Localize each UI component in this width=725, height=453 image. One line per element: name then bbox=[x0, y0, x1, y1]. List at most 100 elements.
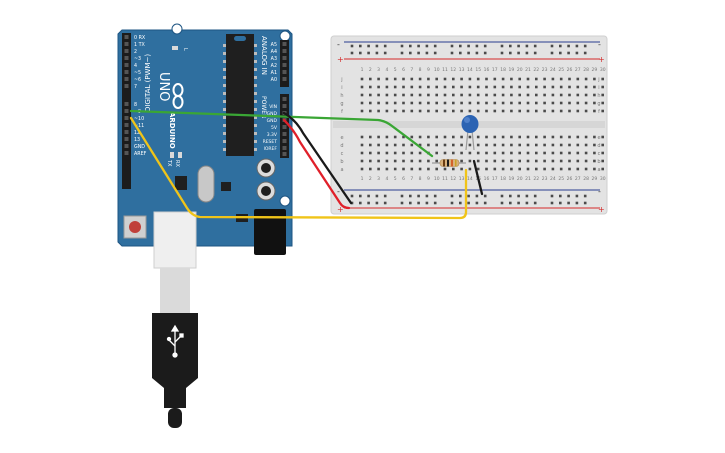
breadboard-hole[interactable] bbox=[435, 143, 438, 147]
breadboard-hole[interactable] bbox=[460, 135, 463, 139]
header-socket[interactable] bbox=[282, 63, 287, 67]
breadboard-hole[interactable] bbox=[427, 85, 430, 89]
rail-hole[interactable] bbox=[417, 44, 420, 48]
breadboard-hole[interactable] bbox=[518, 159, 521, 163]
rail-hole[interactable] bbox=[433, 44, 437, 48]
breadboard-hole[interactable] bbox=[427, 135, 430, 139]
breadboard-hole[interactable] bbox=[485, 77, 488, 81]
rail-hole[interactable] bbox=[433, 194, 437, 198]
rail-hole[interactable] bbox=[467, 194, 470, 198]
rail-hole[interactable] bbox=[359, 194, 362, 198]
rail-hole[interactable] bbox=[417, 194, 420, 198]
rail-hole[interactable] bbox=[459, 44, 462, 48]
breadboard-hole[interactable] bbox=[402, 77, 405, 81]
breadboard-hole[interactable] bbox=[393, 109, 397, 113]
header-socket[interactable] bbox=[282, 104, 287, 108]
breadboard-hole[interactable] bbox=[452, 101, 455, 105]
breadboard-hole[interactable] bbox=[593, 77, 596, 81]
breadboard-hole[interactable] bbox=[576, 85, 580, 89]
breadboard-hole[interactable] bbox=[418, 85, 422, 89]
breadboard-hole[interactable] bbox=[418, 135, 422, 139]
breadboard-hole[interactable] bbox=[452, 109, 455, 113]
breadboard-hole[interactable] bbox=[452, 77, 455, 81]
breadboard-hole[interactable] bbox=[476, 143, 480, 147]
breadboard-hole[interactable] bbox=[476, 151, 480, 155]
breadboard-hole[interactable] bbox=[385, 109, 389, 113]
breadboard-hole[interactable] bbox=[584, 159, 588, 163]
rail-hole[interactable] bbox=[500, 194, 504, 198]
breadboard-hole[interactable] bbox=[593, 151, 596, 155]
rail-hole[interactable] bbox=[583, 44, 587, 48]
breadboard-hole[interactable] bbox=[476, 101, 480, 105]
breadboard-hole[interactable] bbox=[584, 93, 588, 97]
breadboard-hole[interactable] bbox=[584, 109, 588, 113]
breadboard-hole[interactable] bbox=[369, 167, 372, 171]
breadboard-hole[interactable] bbox=[410, 93, 414, 97]
breadboard-hole[interactable] bbox=[601, 167, 604, 171]
breadboard-hole[interactable] bbox=[418, 109, 422, 113]
breadboard-hole[interactable] bbox=[601, 135, 604, 139]
breadboard-hole[interactable] bbox=[518, 101, 521, 105]
breadboard-hole[interactable] bbox=[377, 159, 380, 163]
breadboard-hole[interactable] bbox=[476, 135, 480, 139]
breadboard-hole[interactable] bbox=[593, 93, 596, 97]
breadboard-hole[interactable] bbox=[418, 159, 422, 163]
breadboard-hole[interactable] bbox=[601, 77, 604, 81]
usb-cable[interactable] bbox=[152, 211, 198, 428]
breadboard-hole[interactable] bbox=[369, 85, 372, 89]
breadboard-hole[interactable] bbox=[410, 167, 414, 171]
breadboard-hole[interactable] bbox=[551, 93, 555, 97]
breadboard-hole[interactable] bbox=[535, 143, 538, 147]
breadboard-hole[interactable] bbox=[501, 167, 505, 171]
breadboard-hole[interactable] bbox=[501, 159, 505, 163]
breadboard-hole[interactable] bbox=[485, 85, 488, 89]
breadboard-hole[interactable] bbox=[427, 93, 430, 97]
breadboard-hole[interactable] bbox=[568, 135, 571, 139]
breadboard-hole[interactable] bbox=[369, 159, 372, 163]
rail-hole[interactable] bbox=[375, 201, 379, 205]
breadboard-hole[interactable] bbox=[418, 101, 422, 105]
rail-hole[interactable] bbox=[409, 201, 412, 205]
rail-hole[interactable] bbox=[533, 44, 537, 48]
rail-hole[interactable] bbox=[509, 194, 512, 198]
rail-hole[interactable] bbox=[417, 201, 420, 205]
breadboard-hole[interactable] bbox=[385, 93, 389, 97]
breadboard-hole[interactable] bbox=[410, 143, 414, 147]
breadboard-hole[interactable] bbox=[535, 109, 538, 113]
breadboard-hole[interactable] bbox=[526, 109, 530, 113]
breadboard-hole[interactable] bbox=[485, 167, 488, 171]
header-socket[interactable] bbox=[124, 77, 129, 81]
breadboard-hole[interactable] bbox=[377, 77, 380, 81]
rail-hole[interactable] bbox=[575, 51, 579, 55]
breadboard-hole[interactable] bbox=[410, 77, 414, 81]
breadboard-hole[interactable] bbox=[418, 151, 422, 155]
rail-hole[interactable] bbox=[383, 201, 387, 205]
breadboard-hole[interactable] bbox=[559, 109, 563, 113]
breadboard-hole[interactable] bbox=[435, 109, 438, 113]
breadboard-hole[interactable] bbox=[377, 101, 380, 105]
breadboard-hole[interactable] bbox=[443, 143, 447, 147]
breadboard-hole[interactable] bbox=[518, 143, 521, 147]
breadboard-hole[interactable] bbox=[493, 135, 497, 139]
breadboard-hole[interactable] bbox=[460, 101, 463, 105]
breadboard-hole[interactable] bbox=[360, 93, 364, 97]
breadboard-hole[interactable] bbox=[452, 135, 455, 139]
dc-power-jack[interactable] bbox=[254, 209, 286, 255]
breadboard-hole[interactable] bbox=[501, 143, 505, 147]
breadboard-hole[interactable] bbox=[485, 93, 488, 97]
breadboard-hole[interactable] bbox=[559, 151, 563, 155]
breadboard-hole[interactable] bbox=[568, 151, 571, 155]
rail-hole[interactable] bbox=[509, 44, 512, 48]
breadboard-hole[interactable] bbox=[551, 109, 555, 113]
breadboard-hole[interactable] bbox=[435, 159, 438, 163]
breadboard-hole[interactable] bbox=[460, 143, 463, 147]
breadboard-hole[interactable] bbox=[601, 143, 604, 147]
breadboard-hole[interactable] bbox=[535, 93, 538, 97]
breadboard-hole[interactable] bbox=[601, 109, 604, 113]
breadboard-hole[interactable] bbox=[476, 77, 480, 81]
rail-hole[interactable] bbox=[383, 51, 387, 55]
breadboard-hole[interactable] bbox=[468, 77, 472, 81]
rail-hole[interactable] bbox=[550, 201, 554, 205]
breadboard-hole[interactable] bbox=[551, 167, 555, 171]
rail-hole[interactable] bbox=[467, 44, 470, 48]
